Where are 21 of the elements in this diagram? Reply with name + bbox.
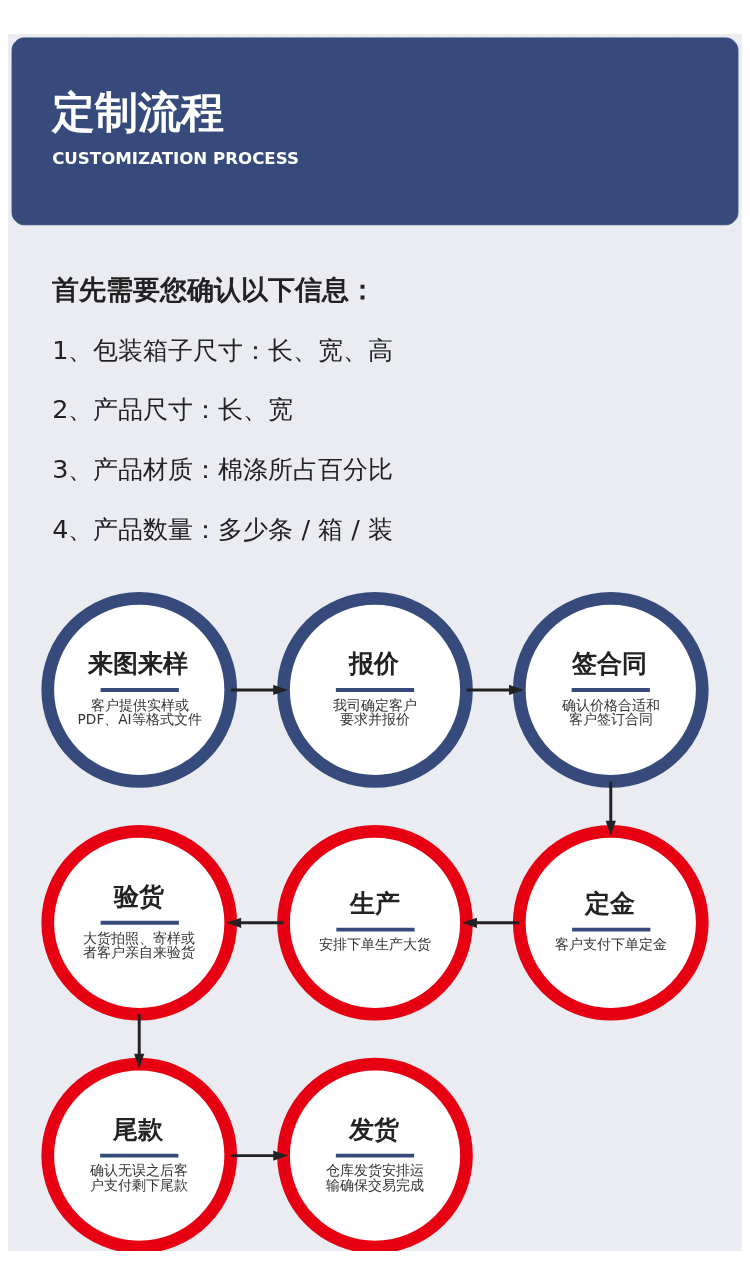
arrow [230,1150,288,1161]
arrow [226,917,284,928]
arrow [230,684,288,696]
label: 2、产品尺寸：长、宽 [52,394,294,425]
arrow [134,1014,145,1069]
node-circle: 尾款 确认无误之后客户支付剩下尾款 [41,1057,238,1251]
node-circle: 定金 客户支付下单定金 [512,824,709,1021]
label: 4、产品数量：多少条 / 箱 / 装 [52,513,393,544]
node-box: 定制流程 CUSTOMIZATION PROCESS [11,37,739,226]
arrow [462,917,520,928]
label: 1、包装箱子尺寸：长、宽、高 [52,334,394,365]
node-circle: 验货 大货拍照、寄样或者客户亲自来验货 [41,824,238,1021]
arrow [605,781,616,836]
arrow [466,684,524,696]
node-circle: 来图来样 客户提供实样或 PDF、AI等格式文件 [41,592,238,788]
node-circle: 发货 仓库发货安排运输确保交易完成 [277,1057,473,1251]
node-circle: 生产 安排下单生产大货 [277,824,473,1021]
node-circle: 报价 我司确定客户要求并报价 [277,592,473,788]
node-circle: 签合同 确认价格合适和客户签订合同 [512,592,709,788]
label: 3、产品材质：棉涤所占百分比 [52,453,394,484]
label: 首先需要您确认以下信息： [52,273,377,305]
